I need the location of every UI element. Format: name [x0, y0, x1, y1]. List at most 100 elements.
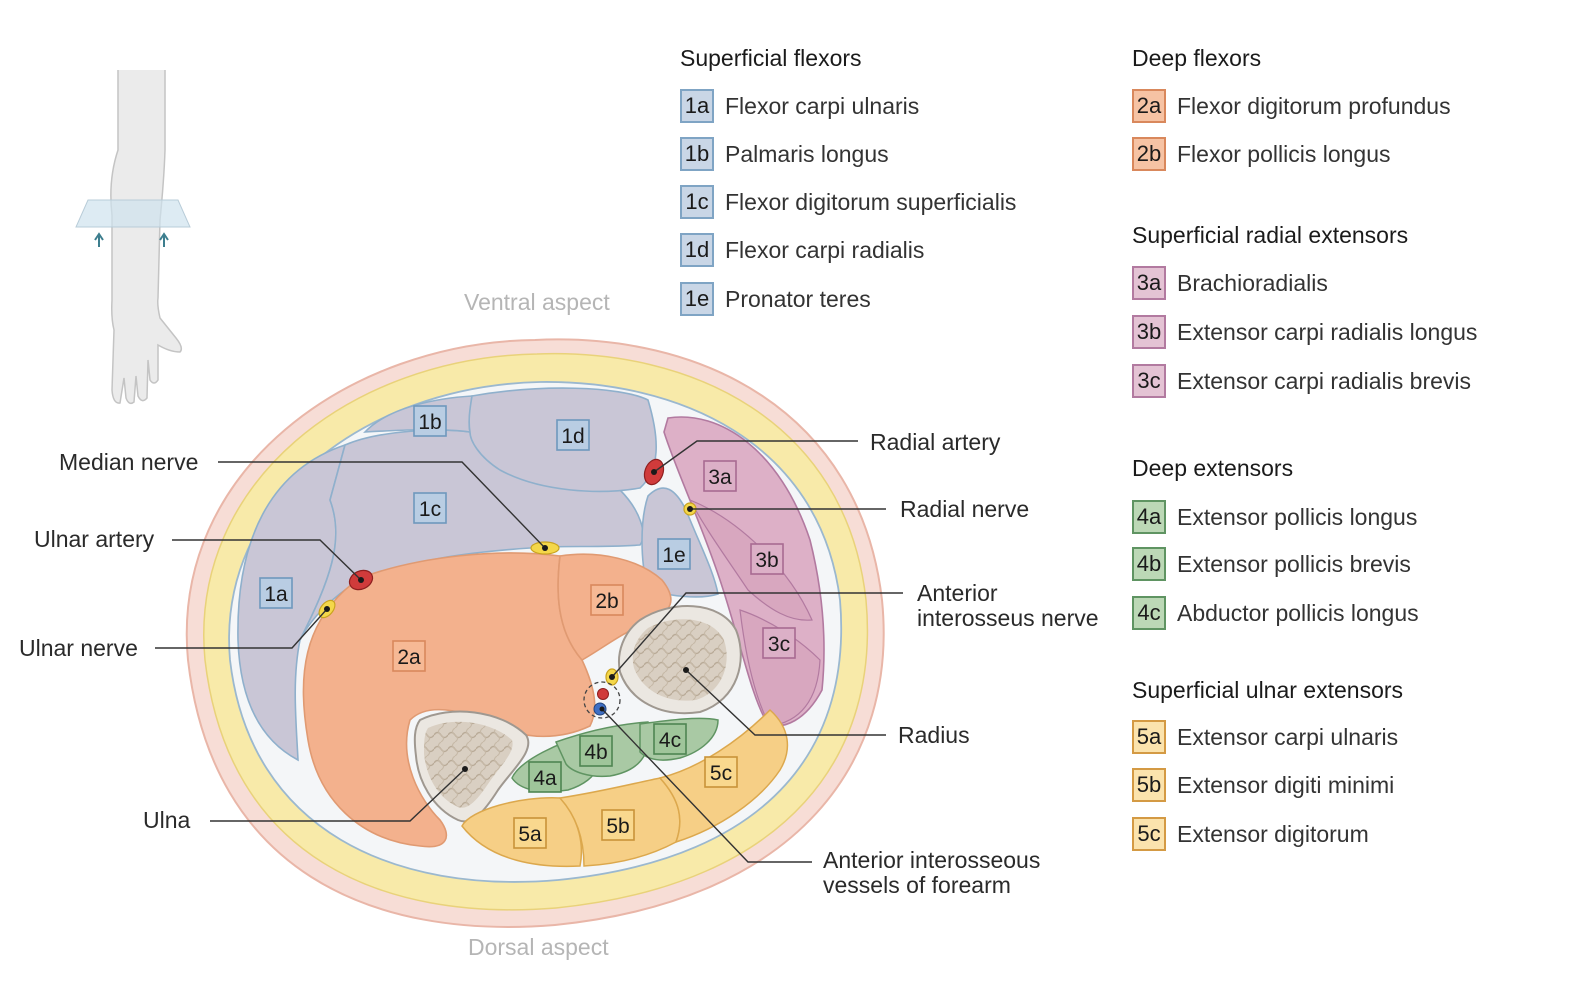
- legend-item: 5c Extensor digitorum: [1132, 817, 1369, 851]
- legend-item-label: Abductor pollicis longus: [1177, 599, 1419, 626]
- legend-code-box: 3b: [1132, 315, 1166, 349]
- legend-item-label: Flexor carpi radialis: [725, 236, 925, 263]
- diagram-code-label: 1b: [418, 411, 441, 434]
- label-median-nerve: Median nerve: [59, 449, 199, 475]
- arrow-up-icon: [159, 232, 169, 247]
- legend-item-label: Extensor pollicis brevis: [1177, 550, 1411, 577]
- leader-lines: [155, 440, 903, 863]
- interosseous-vessel-circle: [583, 681, 621, 719]
- label-anterior-interosseus-nerve: Anterior interosseus nerve: [917, 581, 1099, 631]
- diagram-code-5a: 5a: [513, 817, 547, 849]
- label-radial-nerve: Radial nerve: [900, 496, 1030, 522]
- diagram-code-label: 1d: [561, 425, 584, 448]
- legend-code-box: 1a: [680, 89, 714, 123]
- diagram-code-3c: 3c: [762, 627, 796, 659]
- diagram-code-5c: 5c: [704, 756, 738, 788]
- legend-item-label: Palmaris longus: [725, 140, 889, 167]
- diagram-code-label: 5b: [606, 815, 629, 838]
- label-ulna: Ulna: [143, 807, 191, 833]
- legend-item-label: Flexor pollicis longus: [1177, 140, 1391, 167]
- legend-item-label: Extensor digitorum: [1177, 820, 1369, 847]
- diagram-code-box: [392, 640, 426, 672]
- label-radius: Radius: [898, 722, 970, 748]
- arrow-up-icon: [94, 232, 104, 247]
- diagram-code-box: [413, 492, 447, 524]
- legend-code-box: 4c: [1132, 596, 1166, 630]
- cutting-plane: [75, 199, 191, 228]
- legend-code-box: 4b: [1132, 547, 1166, 581]
- legend-code-box: 3a: [1132, 266, 1166, 300]
- diagram-code-label: 4b: [584, 741, 607, 764]
- diagram-code-box: [556, 419, 590, 451]
- diagram-code-box: [513, 817, 547, 849]
- legend-code-box: 1b: [680, 137, 714, 171]
- diagram-code-4b: 4b: [579, 735, 613, 767]
- legend-code-box: 5b: [1132, 768, 1166, 802]
- legend-item: 1c Flexor digitorum superficialis: [680, 185, 1016, 219]
- legend-item: 1a Flexor carpi ulnaris: [680, 89, 919, 123]
- legend-title-deep-flexors: Deep flexors: [1132, 45, 1262, 71]
- label-ulnar-artery: Ulnar artery: [34, 526, 155, 552]
- label-line: Anterior interosseous: [823, 847, 1041, 873]
- diagram-code-box: [657, 538, 691, 570]
- legend-code-box: 1c: [680, 185, 714, 219]
- legend-item-label: Flexor carpi ulnaris: [725, 92, 920, 119]
- ventral-aspect-label: Ventral aspect: [464, 289, 610, 315]
- diagram-code-box: [704, 756, 738, 788]
- legend-item: 3a Brachioradialis: [1132, 266, 1328, 300]
- legend-item-label: Extensor pollicis longus: [1177, 503, 1418, 530]
- diagram-code-box: [579, 735, 613, 767]
- label-radial-artery: Radial artery: [870, 429, 1001, 455]
- diagram-code-box: [528, 761, 562, 793]
- diagram-code-label: 1a: [264, 583, 288, 606]
- legend-code-box: 5a: [1132, 720, 1166, 754]
- diagram-code-label: 2b: [595, 590, 618, 613]
- legend-item: 4a Extensor pollicis longus: [1132, 500, 1417, 534]
- diagram-code-4c: 4c: [653, 723, 687, 755]
- diagram-code-1c: 1c: [413, 492, 447, 524]
- diagram-code-box: [259, 577, 293, 609]
- diagram-code-4a: 4a: [528, 761, 562, 793]
- arm-thumbnail: [75, 70, 191, 405]
- diagram-code-3b: 3b: [750, 543, 784, 575]
- diagram-code-label: 2a: [397, 646, 421, 669]
- diagram-code-label: 5c: [710, 762, 732, 785]
- label-line: Anterior: [917, 580, 998, 606]
- label-anterior-interosseous-vessels: Anterior interosseous vessels of forearm: [823, 848, 1040, 898]
- leader-dots: [324, 469, 693, 772]
- legend-title-superficial-flexors: Superficial flexors: [680, 45, 862, 71]
- arm-outline: [110, 70, 183, 405]
- legend-item: 1b Palmaris longus: [680, 137, 889, 171]
- legend-item: 1e Pronator teres: [680, 282, 871, 316]
- diagram-code-5b: 5b: [601, 809, 635, 841]
- legend-code-box: 4a: [1132, 500, 1166, 534]
- superficial-flexor-group: [237, 387, 719, 762]
- legend-code-box: 1d: [680, 233, 714, 267]
- legend-title-superficial-radial-extensors: Superficial radial extensors: [1132, 222, 1409, 248]
- diagram-code-1b: 1b: [413, 405, 447, 437]
- diagram-code-1d: 1d: [556, 419, 590, 451]
- diagram-code-label: 1e: [662, 544, 685, 567]
- diagram-code-label: 3c: [768, 633, 790, 656]
- diagram-code-box: [590, 584, 624, 616]
- label-ulnar-nerve: Ulnar nerve: [19, 635, 138, 661]
- legend-item-label: Pronator teres: [725, 285, 871, 312]
- legend-code-box: 5c: [1132, 817, 1166, 851]
- legend-item-label: Flexor digitorum superficialis: [725, 188, 1017, 215]
- legend-code-box: 1e: [680, 282, 714, 316]
- diagram-code-label: 1c: [419, 498, 441, 521]
- legend-title-superficial-ulnar-extensors: Superficial ulnar extensors: [1132, 677, 1404, 703]
- diagram-code-label: 5a: [518, 823, 542, 846]
- diagram-code-box: [762, 627, 796, 659]
- legend-code-box: 3c: [1132, 364, 1166, 398]
- legend-item-label: Brachioradialis: [1177, 269, 1328, 296]
- diagram-code-2b: 2b: [590, 584, 624, 616]
- label-line: interosseus nerve: [917, 605, 1099, 631]
